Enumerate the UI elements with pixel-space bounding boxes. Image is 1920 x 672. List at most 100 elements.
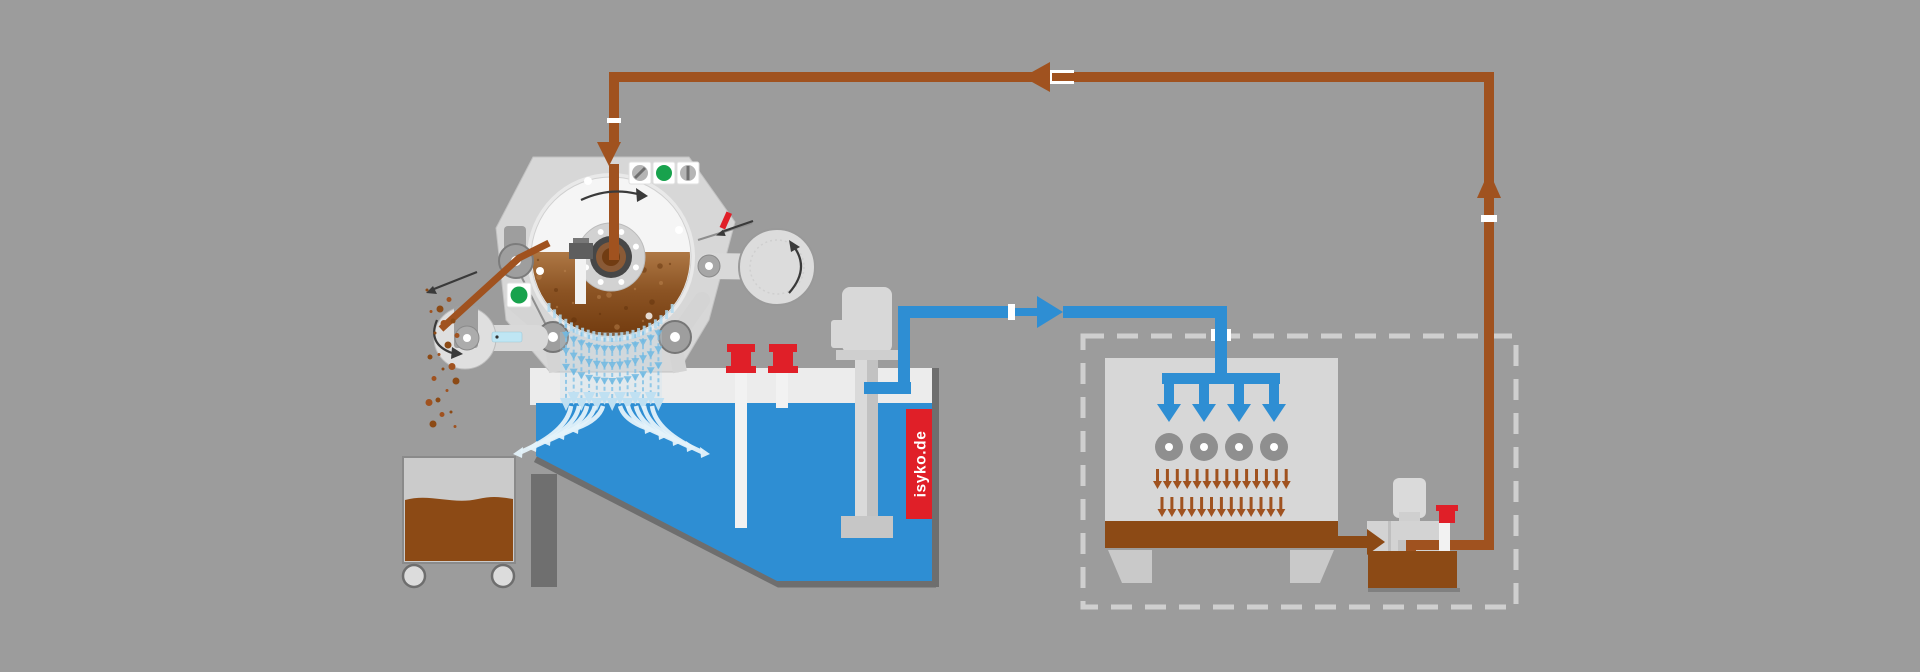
pool-speckle [659,281,663,285]
stream-chevron [562,347,570,355]
stream-chevron [600,361,609,369]
sludge-particle [427,354,433,360]
sludge-particle [444,341,452,349]
sludge-particle [449,410,453,414]
stream-arrowhead [629,392,642,405]
nozzle-stub [1164,384,1174,404]
stream-chevron [654,330,663,338]
stream-chevron [577,372,586,380]
grinding-wheel-center [1165,443,1173,451]
tank-support-leg [531,474,557,587]
stream-arrowhead [598,392,611,405]
scraper-direction-arrow [723,219,754,233]
return-arrow-shaft [1484,198,1494,215]
stream-arrowhead [637,398,649,411]
tank-bottom-shadow [533,453,936,588]
sludge-particle [445,389,449,392]
stream-chevron [577,340,586,348]
stream-chevron [646,351,655,359]
drip-arrowhead [1256,509,1266,517]
stream-chevron [562,363,570,371]
drip-arrow-shaft [1215,469,1219,481]
drip-arrow-shaft [1170,497,1174,509]
scraper-direction-arrowhead [716,229,726,236]
pool-speckle [555,305,559,309]
supply-arrow-stub [1015,308,1037,316]
red-pump-1-base [726,366,756,373]
pool-speckle [668,262,672,266]
sludge-particle [433,331,437,335]
red-pump-1-waist [731,352,751,366]
clean-coolant-circuit [864,296,1286,422]
collection-tank-shadow [1368,588,1460,592]
nozzle-arrowhead [1192,404,1216,422]
drip-arrowhead [1212,481,1222,489]
transfer-pump-motor [1393,478,1426,518]
sludge-particle [450,318,456,324]
pool-speckle [633,287,637,291]
nozzle-arrows [1157,384,1286,422]
supply-pipe-drop [1215,306,1227,375]
belt-run-left-return [518,271,550,332]
tank-right-shadow [931,368,939,587]
drip-arrow-shaft [1210,497,1213,509]
drip-arrowhead [1222,481,1232,489]
stream-chevron [623,344,632,352]
drip-arrow-shaft [1239,497,1243,509]
stream-arrowhead [590,398,603,411]
red-pump-2-waist [773,352,793,366]
pool-speckle [606,292,612,298]
dirty-coolant-collection-tank [1367,478,1494,592]
drip-arrow-shaft [1249,497,1253,509]
supply-arrow-right [1037,296,1063,328]
red-pump-1-top [727,344,755,352]
splash-curl [649,405,703,455]
drum-bolt [584,177,592,185]
pool-speckle [597,295,601,299]
drip-arrowhead [1252,481,1261,489]
hub-bolt [618,229,625,236]
drip-arrowhead [1182,481,1192,489]
sludge-particle [441,367,445,371]
stream-arrowhead [613,392,626,405]
stream-chevron [585,374,594,382]
stream-chevron [623,360,632,368]
stream-chevron [646,335,655,343]
drip-arrowhead [1271,481,1281,489]
stream-chevron [631,374,640,382]
nozzle-stub [1199,384,1209,404]
stream-chevron [562,331,570,339]
stream-chevron [615,377,624,385]
sludge-particle [452,377,460,385]
stream-chevron [592,376,601,384]
drip-arrow-shaft [1269,497,1273,509]
supply-pump-foot [841,516,893,538]
pool-speckle [536,258,540,262]
sludge-particle [431,376,437,381]
drip-arrow-shaft [1264,469,1268,481]
pool-speckle [563,269,567,273]
drip-arrow-shaft [1274,469,1278,481]
grinding-machine-body [1105,358,1338,523]
stream-chevron [577,356,586,364]
sludge-particle [454,333,460,338]
hub-bolt [632,243,639,250]
collection-tank-dirty-coolant [1368,551,1457,588]
pipe-gap [607,118,621,123]
sludge-particle [453,425,457,428]
supply-pipe-riser [898,306,910,394]
transfer-pump-motor-base [1399,512,1420,522]
drip-arrow-shaft [1160,497,1164,509]
stream-arrowhead [567,392,580,405]
stream-arrowhead [606,398,619,411]
pool-speckle [641,319,645,323]
coolant-supply-pump [831,287,898,538]
hub-bolt [597,229,604,236]
pool-speckle [598,312,602,316]
drip-arrowhead [1226,509,1236,517]
drip-arrowhead [1281,481,1291,489]
idler-pulley-center [705,262,713,270]
belt-direction-arrow [433,270,478,291]
